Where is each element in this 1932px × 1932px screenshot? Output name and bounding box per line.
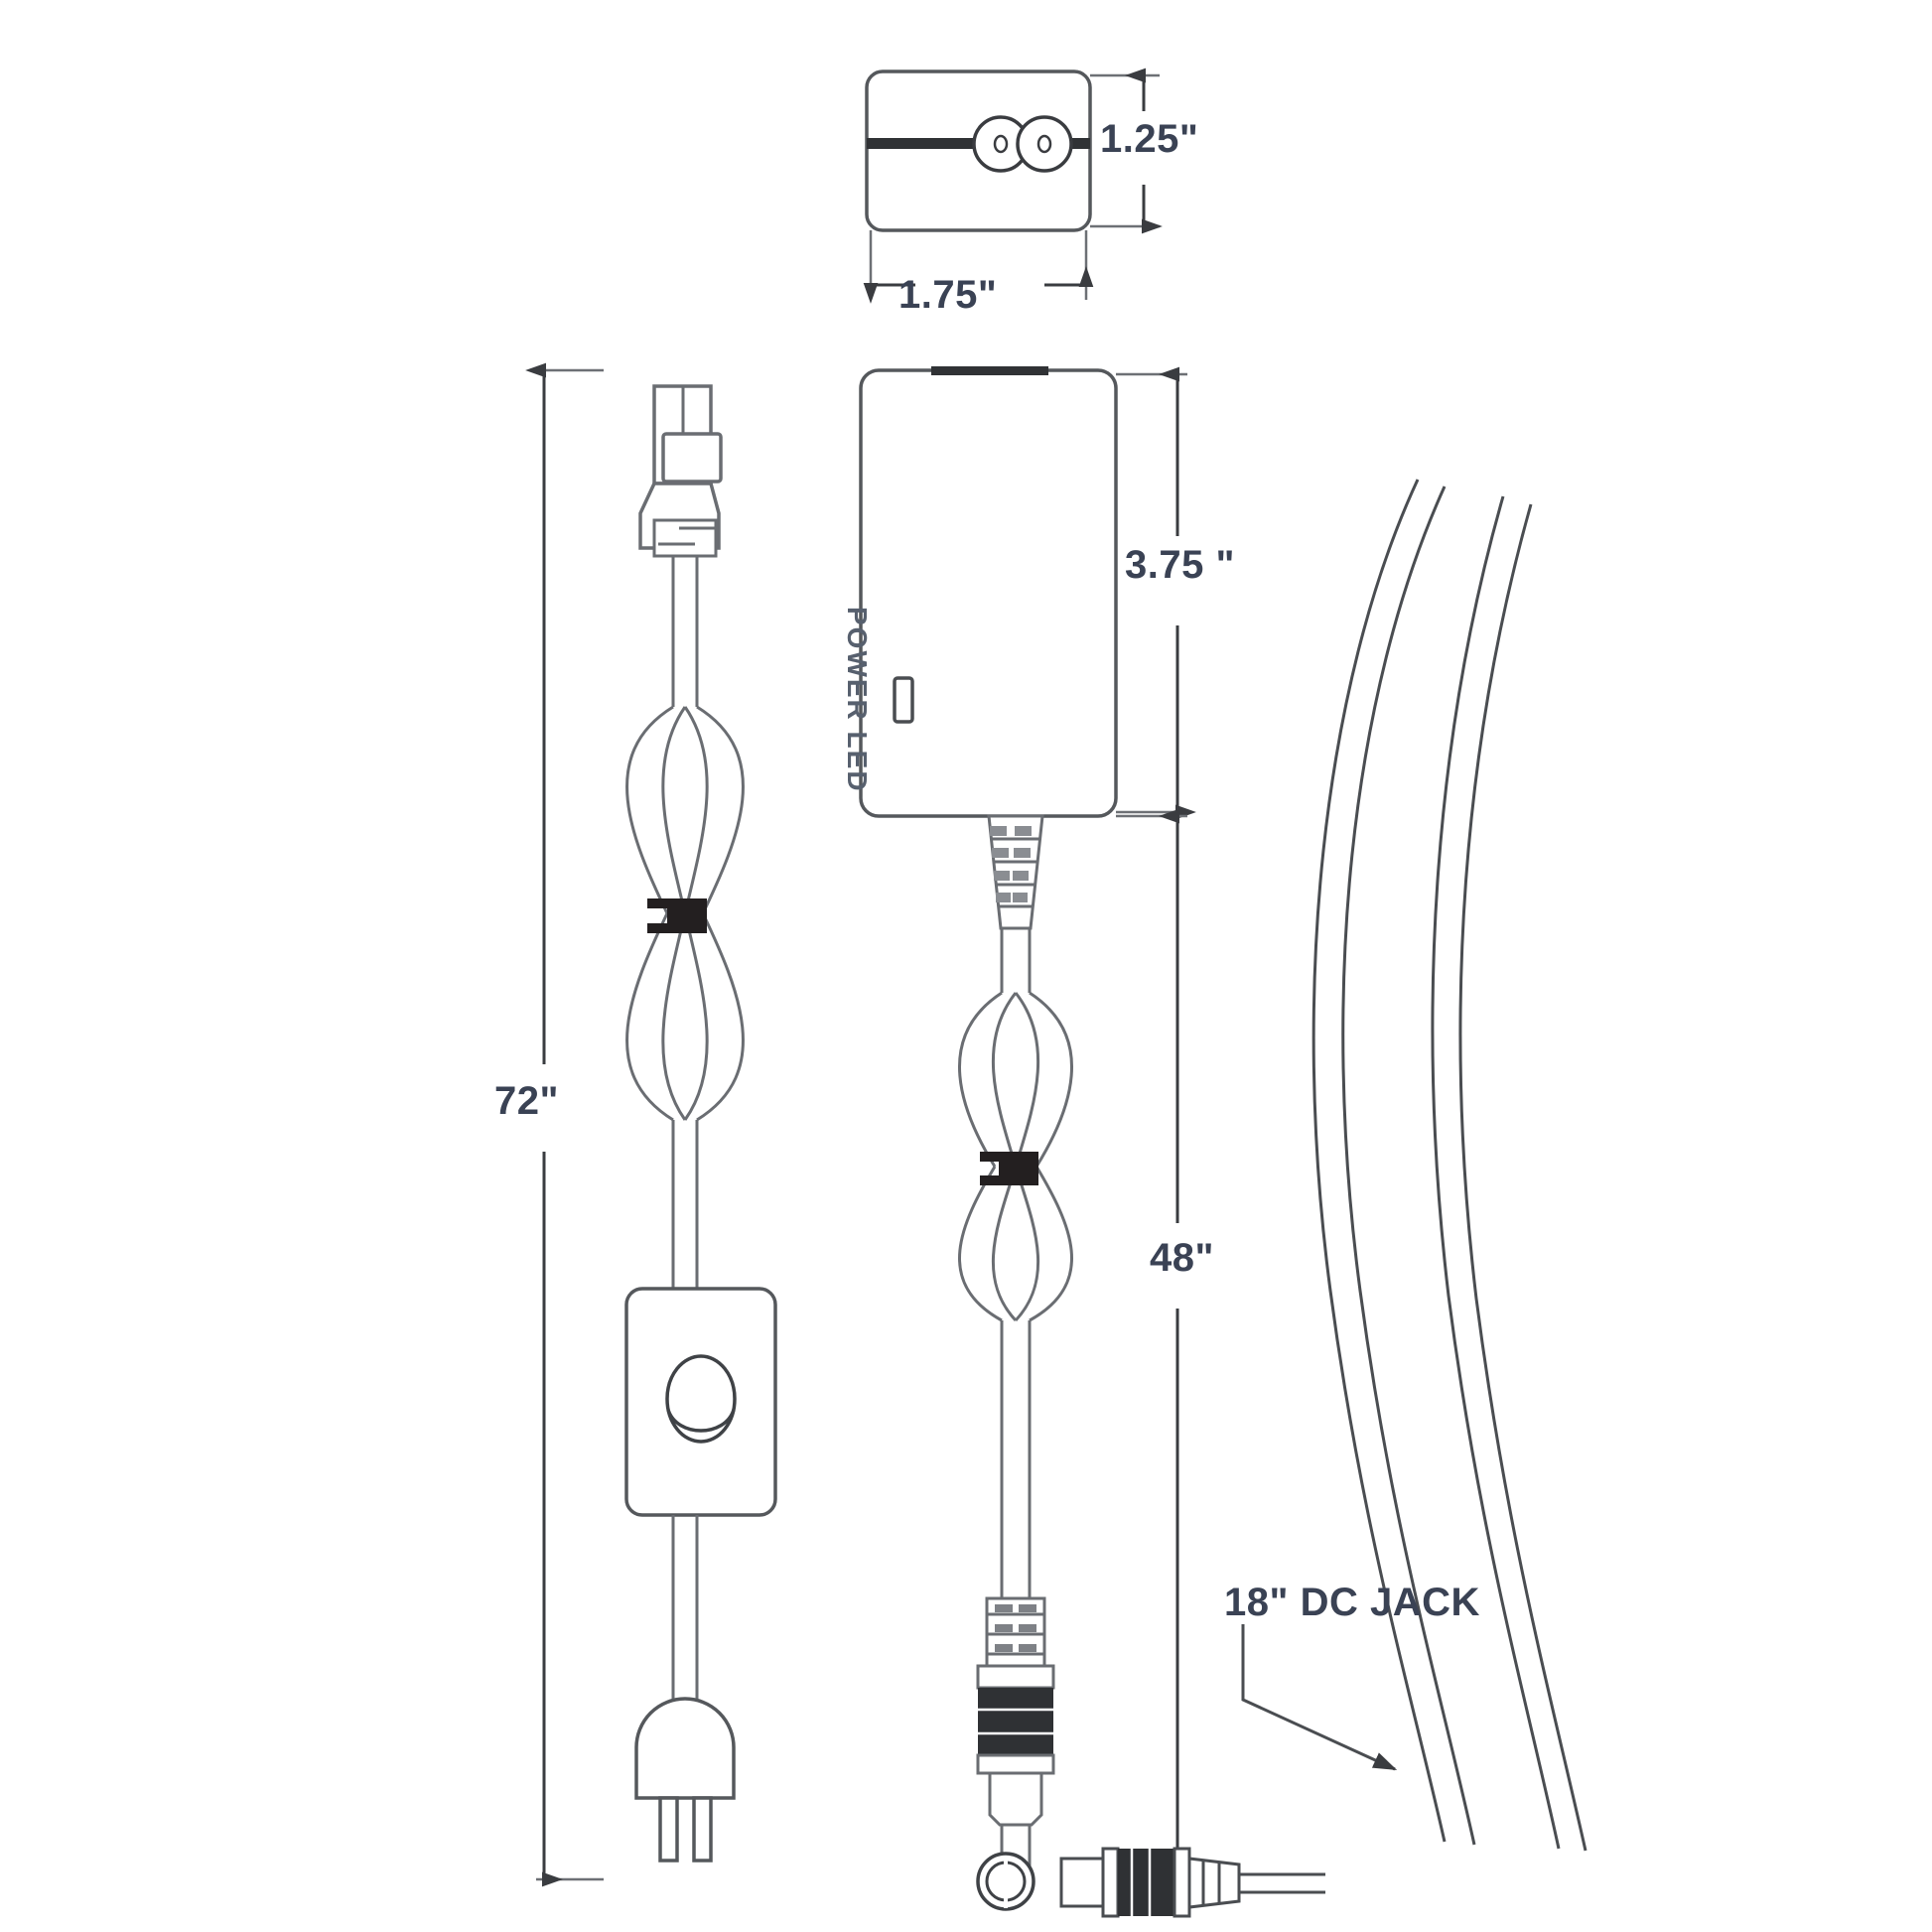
dc-loop-inner-left-upper — [991, 992, 1018, 1168]
power-led-indicator — [893, 676, 914, 724]
strain-relief-notch-e — [994, 871, 1010, 881]
ac-loop-inner-right-upper — [683, 706, 709, 914]
dc-jack-socket-mouth — [1059, 1857, 1105, 1908]
wall-plug-body — [634, 1697, 736, 1800]
dc-plug-collar-lower — [976, 1753, 1055, 1775]
adapter-front-body — [859, 368, 1118, 818]
front-view-body-height-label: 3.75 " — [1125, 543, 1235, 587]
ac-loop-outer-left-upper — [625, 705, 674, 914]
adapter-front-top-seam — [931, 366, 1048, 375]
ac-loop-inner-right-lower — [683, 912, 709, 1121]
dc-plug-shoulder — [988, 1771, 1043, 1827]
ac-loop-outer-right-lower — [696, 912, 745, 1122]
strain-relief-notch-c — [992, 848, 1009, 858]
dc-jack-grip — [1118, 1849, 1174, 1916]
strain-relief-notch-f — [1013, 871, 1029, 881]
top-view-group — [863, 68, 1163, 304]
strain-relief-notch-d — [1014, 848, 1031, 858]
strain-relief-notch-g — [996, 893, 1011, 902]
dc-plug-boot-notch-e — [995, 1644, 1013, 1652]
dc-loop-outer-left-lower — [958, 1166, 1003, 1322]
dc-jack-lead-inner-left — [1341, 485, 1476, 1846]
dc-cable-tie — [980, 1152, 1038, 1185]
ac-loop-inner-left-upper — [661, 706, 687, 914]
dc-jack-lead-group — [1241, 479, 1587, 1852]
dc-loop-inner-left-lower — [991, 1166, 1018, 1322]
ac-socket-pin-left — [993, 134, 1009, 154]
strain-relief-notch-b — [1015, 826, 1032, 836]
front-view-group — [859, 366, 1196, 820]
dc-plug-boot-notch-c — [995, 1624, 1013, 1632]
dc-jack-callout-label: 18" DC JACK — [1224, 1581, 1480, 1624]
dc-loop-outer-left-upper — [958, 991, 1003, 1168]
dc-loop-inner-right-upper — [1014, 992, 1040, 1168]
power-led-label: POWER LED — [842, 607, 873, 793]
dc-loop-inner-right-lower — [1014, 1166, 1040, 1322]
ac-cable-tie — [647, 898, 707, 933]
inline-switch-rocker — [665, 1354, 737, 1444]
dc-cord-length-label: 48" — [1150, 1236, 1214, 1280]
inline-switch-rocker-lip — [666, 1409, 736, 1433]
dc-plug-boot-notch-f — [1019, 1644, 1036, 1652]
dc-jack-connector-group — [976, 1847, 1325, 1918]
ac-socket-pin-right — [1036, 134, 1052, 154]
dc-jack-lead-inner-right — [1431, 495, 1561, 1850]
dc-jack-lead-outer-right — [1458, 503, 1587, 1852]
dc-jack-collar-front — [1101, 1847, 1120, 1918]
wall-plug-prong-right — [692, 1796, 713, 1863]
ac-loop-outer-left-lower — [625, 912, 674, 1122]
dc-jack-lead-outer-left — [1311, 479, 1447, 1843]
ac-cord-group — [525, 362, 777, 1887]
dc-cord-group — [958, 814, 1073, 1876]
dc-plug-boot-notch-d — [1019, 1624, 1036, 1632]
dc-loop-outer-right-upper — [1029, 991, 1073, 1168]
strain-relief-notch-h — [1013, 893, 1028, 902]
c7-connector-window — [661, 432, 723, 483]
dc-jack-leader-line — [1241, 1624, 1398, 1771]
ac-loop-inner-left-lower — [661, 912, 687, 1121]
dc-length-dim-group — [1116, 808, 1196, 1882]
ac-cord-length-label: 72" — [494, 1079, 559, 1123]
wall-plug-prong-left — [658, 1796, 679, 1863]
dc-loop-outer-right-lower — [1029, 1166, 1073, 1322]
ac-loop-outer-right-upper — [696, 705, 745, 914]
top-view-width-label: 1.75" — [898, 273, 998, 317]
dc-plug-boot-notch-a — [995, 1604, 1013, 1612]
dc-jack-strain-relief — [1187, 1857, 1241, 1909]
dc-plug-boot-notch-b — [1019, 1604, 1036, 1612]
strain-relief-notch-a — [990, 826, 1007, 836]
dc-plug-grip — [978, 1688, 1053, 1755]
dc-plug-collar-upper — [976, 1664, 1055, 1690]
top-view-height-label: 1.25" — [1100, 117, 1199, 161]
c7-connector-latch-block — [652, 518, 718, 558]
dc-jack-collar-rear — [1173, 1847, 1191, 1918]
dc-jack-end-view-inner — [985, 1861, 1027, 1902]
